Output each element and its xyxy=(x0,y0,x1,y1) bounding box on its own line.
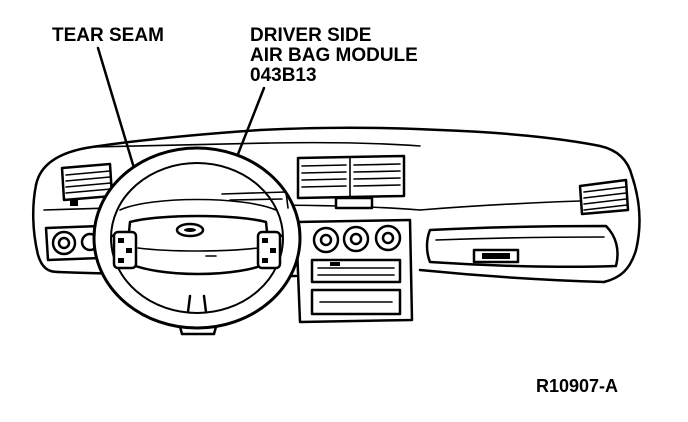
airbag-label-line-2: AIR BAG MODULE xyxy=(250,45,418,66)
center-air-vents xyxy=(296,154,406,210)
driver-side-airbag-module-label: DRIVER SIDE AIR BAG MODULE 043B13 xyxy=(250,26,418,86)
left-air-vent xyxy=(60,162,114,206)
airbag-part-number: 043B13 xyxy=(250,65,317,86)
left-control-knobs xyxy=(44,224,102,262)
center-stack xyxy=(294,218,414,324)
right-air-vent xyxy=(578,178,630,216)
instrument-cluster xyxy=(221,191,289,209)
airbag-module-hub xyxy=(112,214,282,276)
airbag-label-line-1: DRIVER SIDE xyxy=(250,25,372,46)
tear-seam-label: TEAR SEAM xyxy=(52,25,164,46)
figure-reference-label: R10907-A xyxy=(536,376,619,396)
glove-box xyxy=(425,224,619,269)
